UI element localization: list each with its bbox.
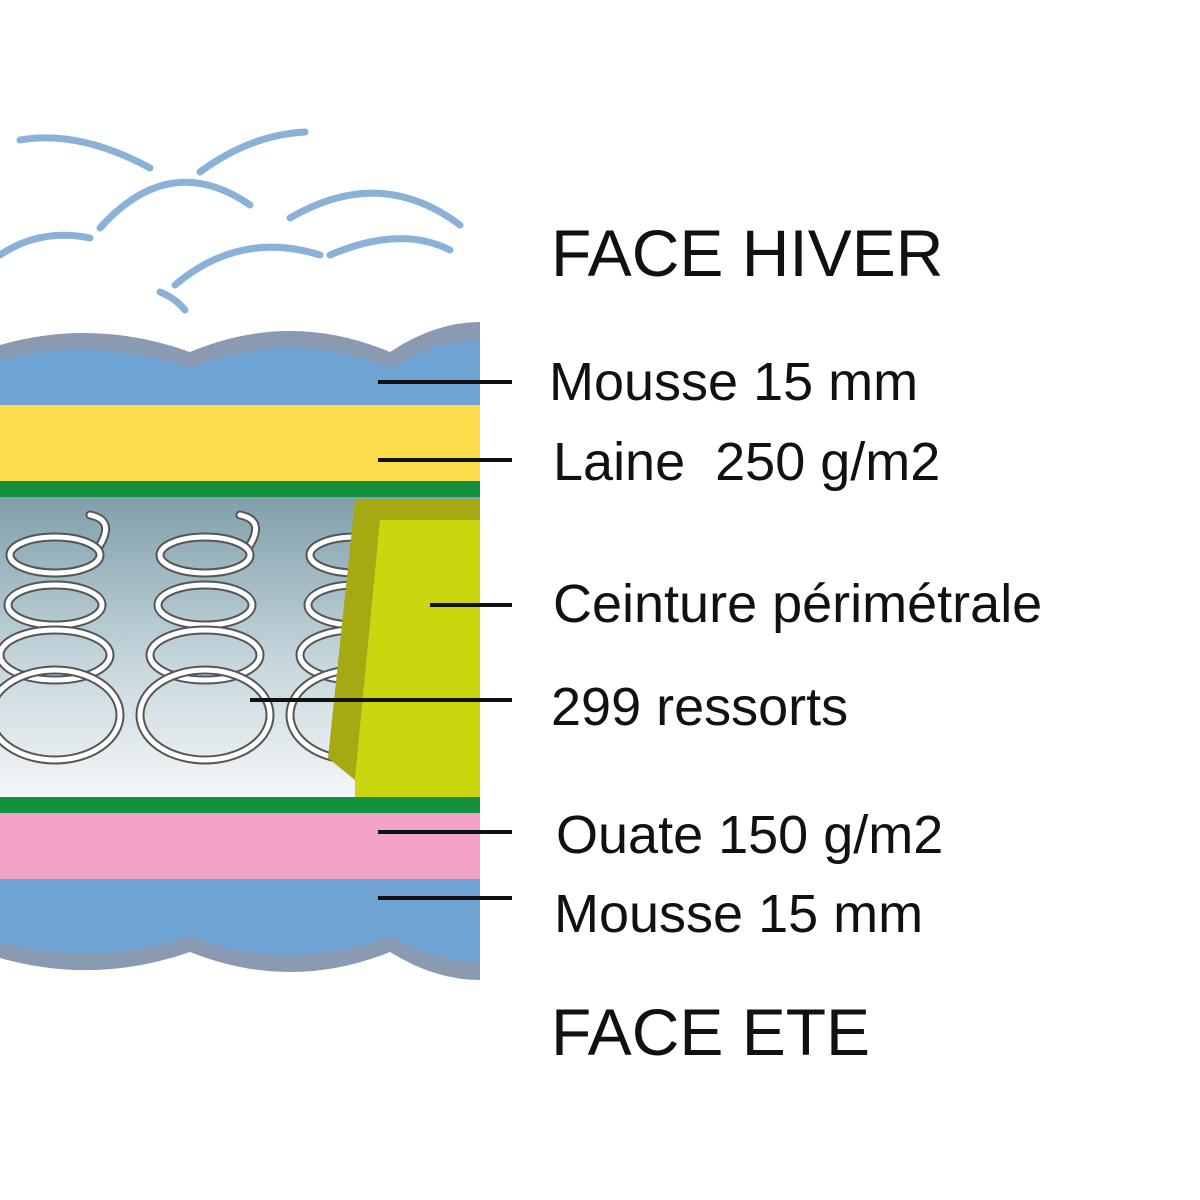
bottom-green-line xyxy=(0,797,480,813)
mousse-bottom-label: Mousse 15 mm xyxy=(554,884,923,944)
perimeter-belt xyxy=(328,500,480,797)
top-foam-layer xyxy=(0,322,480,405)
comfort-arcs-icon xyxy=(0,128,464,314)
bottom-foam-layer xyxy=(0,879,480,980)
laine-label: Laine 250 g/m2 xyxy=(553,432,940,492)
leader-lines xyxy=(250,380,512,900)
springs-icon xyxy=(0,510,425,765)
mousse-top-label: Mousse 15 mm xyxy=(549,352,918,412)
wadding-layer xyxy=(0,813,480,879)
ressorts-label: 299 ressorts xyxy=(551,677,848,737)
wool-layer xyxy=(0,405,480,481)
face-ete-label: FACE ETE xyxy=(551,995,870,1069)
ouate-label: Ouate 150 g/m2 xyxy=(556,805,943,865)
face-hiver-label: FACE HIVER xyxy=(551,216,943,290)
ceinture-label: Ceinture périmétrale xyxy=(553,574,1042,634)
top-green-line xyxy=(0,481,480,497)
